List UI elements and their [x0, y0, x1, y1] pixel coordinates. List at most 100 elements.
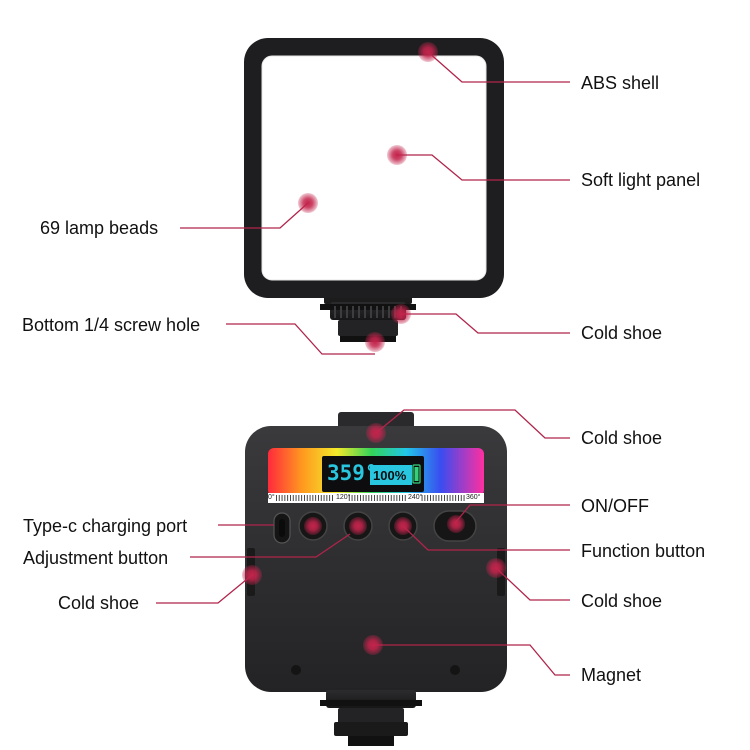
scale-tick — [351, 495, 353, 501]
marker-adjustment-2 — [349, 517, 367, 535]
marker-cold-shoe-right — [486, 558, 506, 578]
marker-function — [394, 517, 412, 535]
scale-tick — [402, 495, 403, 501]
marker-adjustment — [304, 517, 322, 535]
hue-scale-bg — [268, 493, 484, 503]
scale-tick — [281, 495, 283, 501]
scale-tick — [388, 495, 389, 501]
back-bottom-cold-shoe — [320, 690, 422, 746]
scale-tick — [438, 495, 440, 501]
marker-on-off — [447, 515, 465, 533]
scale-tick — [323, 495, 325, 501]
label-abs-shell: ABS shell — [581, 73, 660, 93]
scale-120: 120° — [336, 494, 351, 501]
scale-tick — [318, 495, 319, 501]
label-cold-shoe-left: Cold shoe — [58, 593, 140, 613]
type-c-port-shape — [273, 512, 291, 544]
front-view — [244, 38, 504, 342]
scale-tick — [326, 495, 328, 501]
scale-tick — [452, 495, 454, 501]
scale-tick — [421, 495, 423, 501]
screw-right — [450, 665, 460, 675]
scale-tick — [292, 495, 294, 501]
scale-360: 360° — [466, 494, 481, 501]
marker-lamp-beads — [298, 193, 318, 213]
scale-tick — [460, 495, 462, 501]
marker-cold-shoe-left — [242, 565, 262, 585]
scale-tick — [424, 495, 426, 501]
marker-soft-light-panel — [387, 145, 407, 165]
label-cold-shoe-right: Cold shoe — [581, 591, 663, 611]
scale-tick — [332, 495, 333, 501]
scale-tick — [379, 495, 381, 501]
scale-tick — [306, 495, 308, 501]
lcd-hue-value: 359° — [327, 461, 378, 485]
scale-tick — [301, 495, 303, 501]
label-magnet: Magnet — [581, 665, 642, 685]
label-cold-shoe-back-top: Cold shoe — [581, 428, 663, 448]
label-adjustment-button: Adjustment button — [23, 548, 169, 568]
scale-tick — [295, 495, 297, 501]
scale-0: 0° — [268, 494, 275, 501]
scale-tick — [444, 495, 445, 501]
scale-tick — [357, 495, 359, 501]
leader-abs-shell — [427, 51, 570, 83]
leader-screw-hole — [226, 323, 375, 355]
scale-tick — [312, 495, 314, 501]
scale-tick — [435, 495, 437, 501]
leader-magnet — [373, 644, 570, 676]
scale-tick — [348, 495, 350, 501]
label-on-off: ON/OFF — [581, 496, 649, 516]
leader-cold-shoe-top — [401, 313, 570, 334]
scale-tick — [399, 495, 401, 501]
scale-tick — [376, 495, 378, 501]
leader-adjustment — [190, 533, 351, 558]
back-view — [245, 412, 507, 746]
soft-light-panel — [261, 55, 487, 281]
scale-tick — [278, 495, 280, 501]
hue-scale-ticks — [276, 495, 465, 501]
scale-tick — [374, 495, 375, 501]
leader-function — [403, 526, 570, 551]
scale-tick — [446, 495, 448, 501]
marker-abs-shell — [418, 42, 438, 62]
scale-tick — [365, 495, 367, 501]
scale-tick — [427, 495, 429, 501]
leader-lamp-beads — [180, 202, 309, 229]
label-function-button: Function button — [581, 541, 706, 561]
label-screw-hole: Bottom 1/4 screw hole — [22, 315, 201, 335]
scale-tick — [385, 495, 387, 501]
leader-cold-shoe-left — [156, 574, 253, 604]
scale-tick — [298, 495, 300, 501]
scale-tick — [362, 495, 364, 501]
scale-tick — [430, 495, 431, 501]
leader-lines — [156, 51, 570, 676]
scale-tick — [449, 495, 451, 501]
scale-tick — [320, 495, 322, 501]
scale-tick — [290, 495, 291, 501]
scale-tick — [360, 495, 361, 501]
scale-tick — [368, 495, 370, 501]
scale-tick — [371, 495, 373, 501]
scale-tick — [329, 495, 331, 501]
marker-cold-shoe-top — [391, 304, 411, 324]
scale-tick — [441, 495, 443, 501]
label-type-c-port: Type-c charging port — [23, 516, 188, 536]
markers — [242, 42, 506, 655]
leader-soft-light-panel — [397, 154, 570, 181]
scale-tick — [382, 495, 384, 501]
leader-cold-shoe-right — [495, 567, 570, 601]
scale-tick — [404, 495, 406, 501]
marker-cold-shoe-back-top — [366, 423, 386, 443]
label-soft-light-panel: Soft light panel — [581, 170, 701, 190]
scale-tick — [390, 495, 392, 501]
scale-tick — [396, 495, 398, 501]
scale-tick — [463, 495, 465, 501]
scale-tick — [276, 495, 277, 501]
scale-tick — [304, 495, 305, 501]
scale-tick — [354, 495, 356, 501]
battery-icon — [412, 464, 421, 484]
scale-tick — [455, 495, 457, 501]
